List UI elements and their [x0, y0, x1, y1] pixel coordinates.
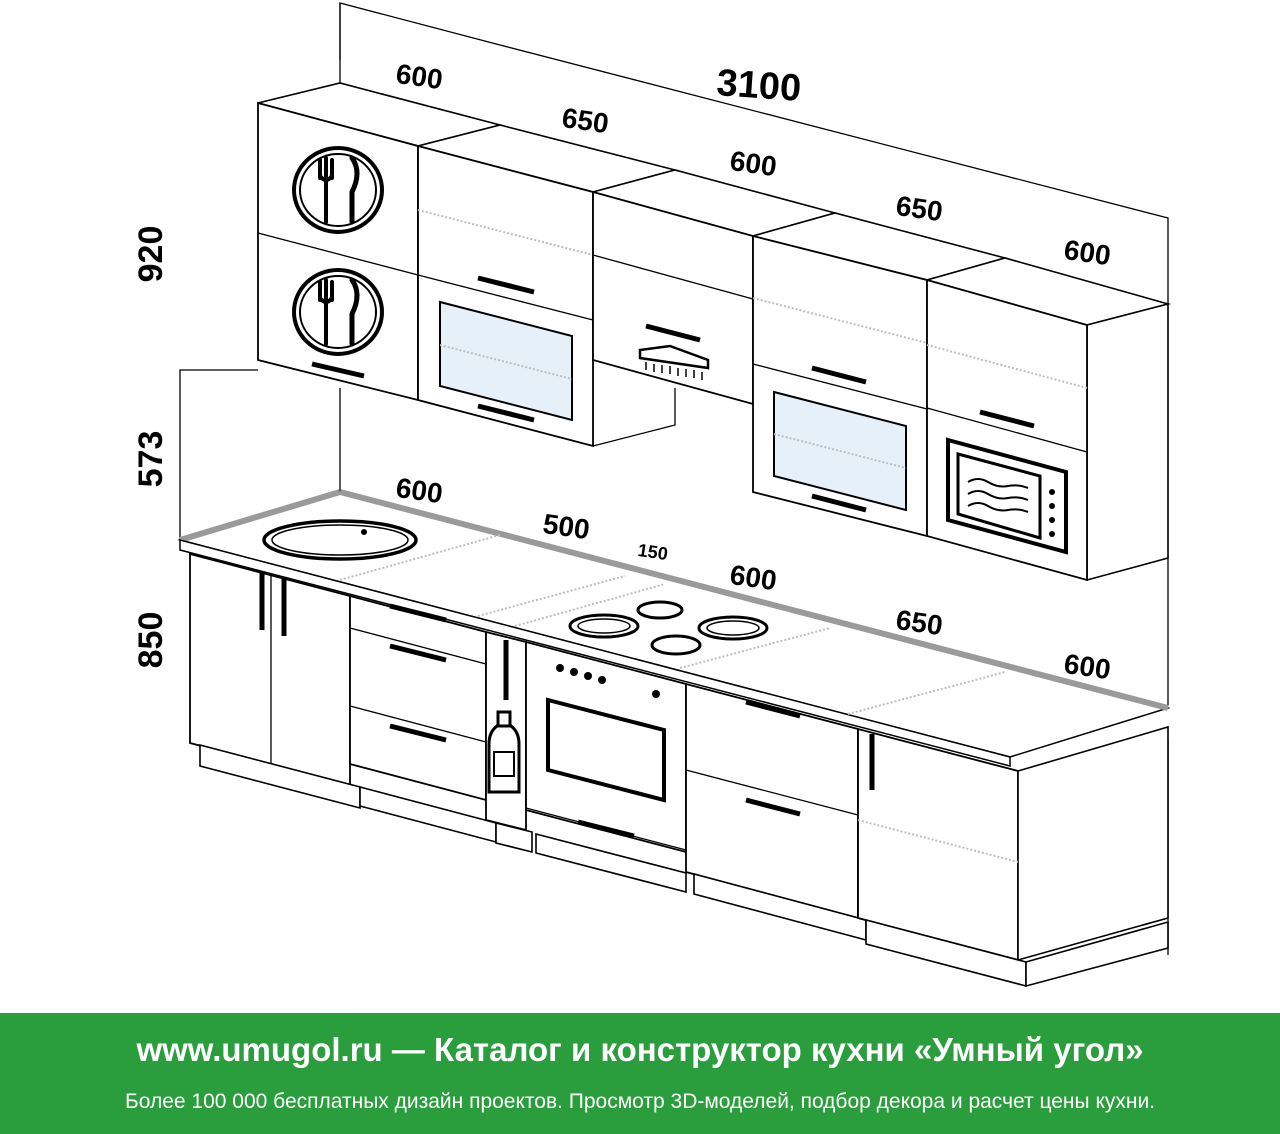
base-cabinet-5: [857, 725, 1169, 988]
cutlery-icon: [292, 146, 384, 234]
bottle-cabinet: [485, 630, 533, 854]
footer-banner: www.umugol.ru — Каталог и конструктор ку…: [0, 1013, 1280, 1134]
footer-subline: Более 100 000 бесплатных дизайн проектов…: [124, 1090, 1156, 1113]
upper-width-4: 650: [894, 190, 945, 227]
upper-width-3: 600: [728, 145, 779, 182]
drawer-handle: [745, 797, 801, 817]
drawer-handle: [389, 643, 447, 663]
door-handle: [477, 403, 535, 423]
footer-headline: www.umugol.ru — Каталог и конструктор ку…: [136, 1031, 1144, 1068]
oven-icon: [546, 664, 666, 803]
glass-door-panel: [439, 300, 573, 422]
lower-width-1: 600: [394, 472, 445, 509]
total-width-label: 3100: [715, 62, 802, 110]
upper-cabinet-2: [414, 124, 679, 448]
kitchen-diagram: 3100 600 650 600 650 600 600 500 150 600…: [132, 2, 1172, 988]
base-cabinet-2: [349, 594, 497, 844]
drawer-handle: [389, 723, 447, 743]
upper-cabinet-4: [749, 212, 1009, 538]
range-hood-icon: [638, 344, 710, 380]
lower-width-5: 650: [894, 604, 945, 641]
door-handle: [811, 493, 867, 513]
lower-width-6: 600: [1062, 648, 1113, 685]
width-labels: 3100 600 650 600 650 600 600 500 150 600…: [394, 58, 1113, 685]
upper-width-5: 600: [1062, 234, 1113, 271]
height-labels: 920 573 850: [132, 226, 170, 669]
sink-icon: [262, 519, 418, 561]
base-height-label: 850: [132, 612, 170, 669]
countertop: [177, 489, 1171, 767]
lower-width-4: 600: [728, 559, 779, 596]
door-handle: [311, 361, 365, 379]
upper-width-1: 600: [394, 58, 445, 95]
upper-cabinet-3: [589, 169, 839, 447]
door-handle: [811, 365, 867, 385]
door-handle: [477, 275, 535, 295]
upper-cabinet-1: [257, 82, 504, 402]
drawer-handle: [389, 603, 447, 623]
cooktop-icon: [568, 600, 769, 656]
upper-cabinet-5: [924, 257, 1172, 582]
cutlery-icon: [292, 268, 384, 356]
drawer-handle: [577, 819, 635, 839]
base-cabinet-4: [685, 682, 867, 942]
lower-width-3: 150: [637, 540, 670, 564]
upper-width-2: 650: [560, 102, 611, 139]
backsplash-height-label: 573: [132, 431, 170, 488]
door-handle: [645, 323, 701, 343]
microwave-icon: [946, 437, 1068, 555]
oven-cabinet: [525, 640, 687, 894]
drawer-handle: [745, 699, 801, 719]
upper-height-label: 920: [132, 226, 170, 283]
base-cabinet-1: [189, 552, 361, 810]
bottle-icon: [487, 710, 521, 794]
lower-width-2: 500: [541, 508, 592, 545]
door-handle: [979, 409, 1035, 429]
